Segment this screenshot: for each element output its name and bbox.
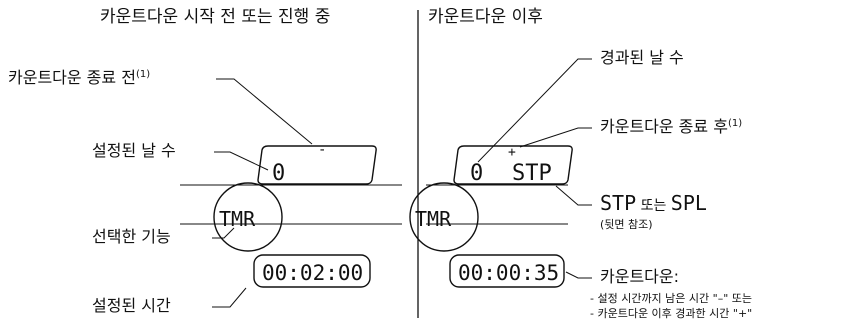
right-bottom-housing — [449, 254, 565, 288]
left-bottom-housing — [253, 254, 371, 288]
note-remaining: - 설정 시간까지 남은 시간 "–" 또는 — [590, 292, 752, 305]
right-top-housing — [453, 145, 573, 185]
left-watch: 0 - TMR 00:02:00 — [180, 142, 402, 288]
left-display-time: 00:02:00 — [262, 261, 363, 285]
label-countdown: 카운트다운: — [600, 267, 679, 286]
left-function-circle — [213, 182, 283, 252]
right-display-time: 00:00:35 — [458, 261, 559, 285]
label-selected-function: 선택한 기능 — [92, 227, 171, 246]
label-countdown-end-before: 카운트다운 종료 전(1) — [8, 68, 150, 87]
leader-set-time — [212, 287, 247, 308]
leader-function — [212, 227, 235, 239]
right-display-function: TMR — [415, 207, 452, 231]
right-watch: 0 STP + TMR 00:00:35 — [409, 145, 573, 288]
leader-elapsed-days — [477, 58, 592, 163]
label-countdown-end-after: 카운트다운 종료 후(1) — [600, 117, 742, 136]
leader-stp — [555, 185, 592, 206]
left-display-days: 0 — [272, 161, 285, 186]
label-set-time: 설정된 시간 — [92, 296, 171, 315]
note-elapsed: - 카운트다운 이후 경과한 시간 "+" — [590, 307, 752, 320]
heading-before: 카운트다운 시작 전 또는 진행 중 — [100, 7, 330, 27]
label-stp-or-spl: STP 또는 SPL — [600, 191, 707, 215]
leader-countdown — [565, 271, 592, 279]
label-elapsed-days: 경과된 날 수 — [600, 48, 684, 67]
left-top-housing — [257, 145, 377, 185]
label-see-back: (뒷면 참조) — [600, 218, 653, 231]
right-display-mark: + — [508, 145, 516, 160]
left-display-mark: - — [318, 142, 326, 158]
right-display-days: 0 — [470, 161, 483, 186]
left-display-function: TMR — [219, 207, 256, 231]
right-function-circle — [409, 182, 479, 252]
label-set-days: 설정된 날 수 — [92, 141, 176, 160]
leader-end-after — [519, 127, 592, 148]
leader-set-days — [214, 151, 269, 171]
right-display-stp: STP — [512, 161, 552, 186]
leader-end-before — [216, 78, 313, 145]
heading-after: 카운트다운 이후 — [428, 7, 543, 27]
